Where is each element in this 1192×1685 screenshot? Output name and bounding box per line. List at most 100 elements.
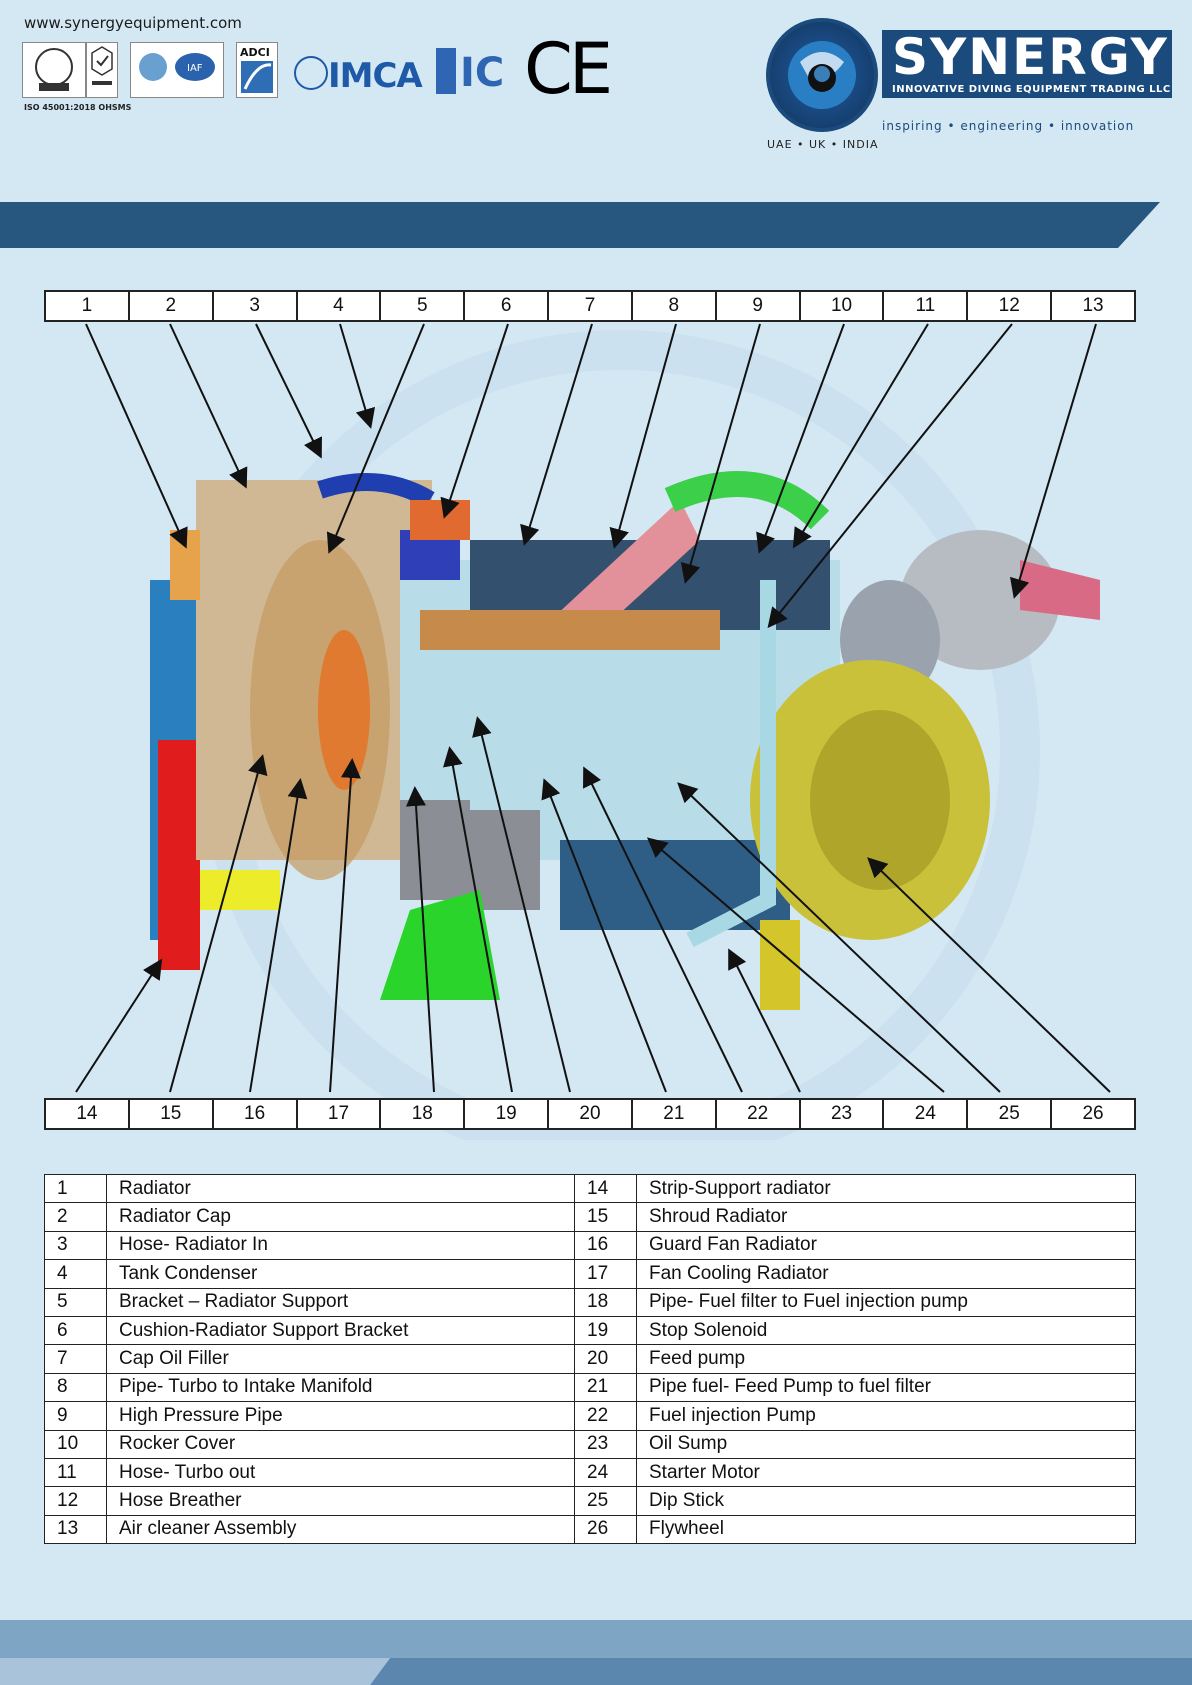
callout-number: 24	[884, 1100, 969, 1128]
iso-caption: ISO 45001:2018 OHSMS	[24, 103, 132, 112]
part-number: 23	[574, 1429, 637, 1459]
part-name: Guard Fan Radiator	[636, 1230, 1136, 1261]
part-name: Hose Breather	[106, 1486, 575, 1516]
callout-number: 16	[214, 1100, 298, 1128]
ukas-cert-logo	[86, 42, 118, 98]
part-name: Pipe- Fuel filter to Fuel injection pump	[636, 1287, 1136, 1317]
brand-name: SYNERGY	[892, 28, 1169, 86]
part-name: Pipe- Turbo to Intake Manifold	[106, 1372, 575, 1403]
part-number: 6	[44, 1315, 107, 1346]
part-name: Air cleaner Assembly	[106, 1514, 575, 1545]
callout-number: 2	[130, 292, 214, 320]
part-name: Radiator	[106, 1173, 575, 1204]
part-name: Tank Condenser	[106, 1259, 575, 1289]
part-name: Strip-Support radiator	[636, 1173, 1136, 1204]
globe-icon	[294, 56, 328, 90]
svg-text:ADCI: ADCI	[240, 46, 270, 59]
part-number: 11	[44, 1457, 107, 1488]
callout-number: 1	[46, 292, 130, 320]
part-number: 3	[44, 1230, 107, 1261]
callout-number: 3	[214, 292, 298, 320]
part-name: Radiator Cap	[106, 1202, 575, 1232]
part-number: 19	[574, 1315, 637, 1346]
part-number: 25	[574, 1486, 637, 1516]
part-name: Bracket – Radiator Support	[106, 1287, 575, 1317]
callout-number: 13	[1082, 295, 1104, 316]
callout-number: 10	[801, 292, 885, 320]
callout-number: 6	[465, 292, 550, 320]
callout-number: 4	[298, 292, 382, 320]
part-name: Rocker Cover	[106, 1429, 575, 1459]
callout-number: 15	[130, 1100, 214, 1128]
part-number: 24	[574, 1457, 637, 1488]
bottom-number-row: 14 15 16 17 18 19 20 21 22 23 24 25 26	[44, 1098, 1136, 1130]
brand-tagline: inspiring • engineering • innovation	[882, 119, 1135, 133]
callout-number: 9	[717, 292, 801, 320]
part-name: Shroud Radiator	[636, 1202, 1136, 1232]
part-name: Oil Sump	[636, 1429, 1136, 1459]
part-name: Dip Stick	[636, 1486, 1136, 1516]
part-name: Cushion-Radiator Support Bracket	[106, 1315, 575, 1346]
adci-logo: ADCI	[236, 42, 278, 98]
synergy-globe-logo	[766, 18, 878, 132]
part-number: 1	[44, 1173, 107, 1204]
part-number: 5	[44, 1287, 107, 1317]
part-number: 15	[574, 1202, 637, 1232]
part-number: 22	[574, 1401, 637, 1431]
part-number: 26	[574, 1514, 637, 1545]
part-name: Starter Motor	[636, 1457, 1136, 1488]
callout-number: 7	[549, 292, 633, 320]
accreditation-logos: IAF	[130, 42, 224, 98]
top-number-row: 1 2 3 4 5 6 7 8 9 10 11 12 13	[44, 290, 1136, 322]
part-number: 8	[44, 1372, 107, 1403]
footer-band	[0, 1620, 1192, 1685]
callout-number: 12	[968, 292, 1053, 320]
callout-number: 14	[46, 1100, 130, 1128]
part-name: High Pressure Pipe	[106, 1401, 575, 1431]
part-number: 9	[44, 1401, 107, 1431]
callout-number: 25	[968, 1100, 1053, 1128]
part-number: 12	[44, 1486, 107, 1516]
part-name: Flywheel	[636, 1514, 1136, 1545]
icv-mark-icon	[436, 48, 456, 94]
callout-number: 17	[298, 1100, 382, 1128]
callout-number: 5	[381, 292, 466, 320]
callout-number: 11	[884, 292, 969, 320]
part-number: 4	[44, 1259, 107, 1289]
callout-number: 19	[465, 1100, 550, 1128]
part-number: 7	[44, 1344, 107, 1374]
imca-logo: IMCA	[328, 56, 423, 96]
part-name: Hose- Radiator In	[106, 1230, 575, 1261]
website-url[interactable]: www.synergyequipment.com	[24, 14, 242, 32]
callout-number: 20	[549, 1100, 633, 1128]
part-number: 18	[574, 1287, 637, 1317]
part-name: Hose- Turbo out	[106, 1457, 575, 1488]
part-name: Pipe fuel- Feed Pump to fuel filter	[636, 1372, 1136, 1403]
part-number: 10	[44, 1429, 107, 1459]
part-number: 2	[44, 1202, 107, 1232]
callout-number: 18	[381, 1100, 466, 1128]
callout-number: 8	[633, 292, 717, 320]
brand-panel	[882, 30, 1172, 98]
part-name: Fuel injection Pump	[636, 1401, 1136, 1431]
part-name: Cap Oil Filler	[106, 1344, 575, 1374]
part-name: Fan Cooling Radiator	[636, 1259, 1136, 1289]
callout-number: 21	[633, 1100, 717, 1128]
part-number: 13	[44, 1514, 107, 1545]
brand-subtitle: INNOVATIVE DIVING EQUIPMENT TRADING LLC	[892, 84, 1171, 95]
part-name: Stop Solenoid	[636, 1315, 1136, 1346]
ce-mark: CE	[524, 28, 613, 110]
